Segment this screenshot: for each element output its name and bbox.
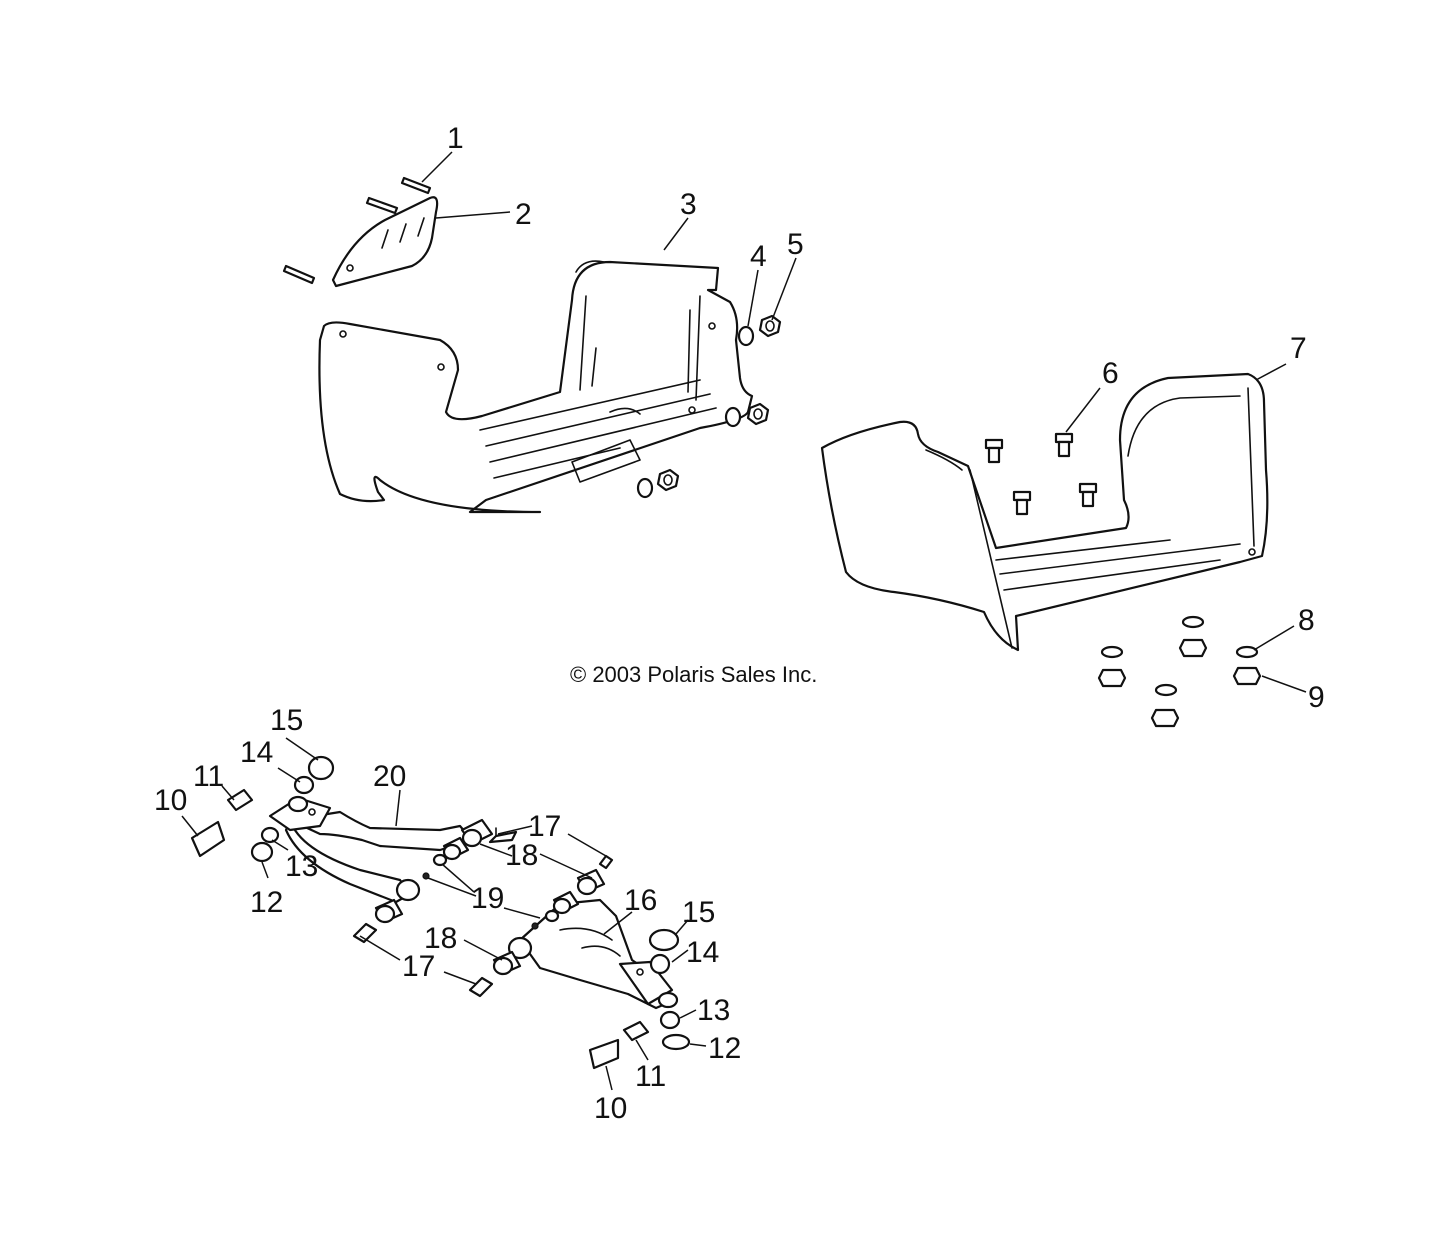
right-footrest-part-7: [820, 372, 1269, 652]
callout-10-lower: 10: [594, 1092, 627, 1125]
sleeve-part-10b: [588, 1038, 620, 1070]
callout-11-upper: 11: [193, 760, 224, 793]
left-footrest-part-3: [318, 260, 754, 514]
seal-part-13b: [659, 1010, 681, 1030]
callout-18-upper: 18: [505, 839, 538, 872]
callout-2: 2: [515, 198, 532, 231]
washer-part-19: [422, 853, 560, 930]
callout-1: 1: [447, 122, 464, 155]
grease-fitting-part-11: [226, 788, 254, 812]
callout-labels: 1 2 3 4 5 6 7 8 9 15 14 11 10 20 17 18 1…: [154, 122, 1325, 1125]
callout-12-upper: 12: [250, 886, 283, 919]
leader-lines: [181, 151, 1307, 1091]
nut-part-9: [1097, 638, 1262, 728]
callout-16: 16: [624, 884, 657, 917]
callout-14-lower: 14: [686, 936, 719, 969]
callout-15-upper: 15: [270, 704, 303, 737]
callout-5: 5: [787, 228, 804, 261]
ring-part-12b: [661, 1033, 691, 1051]
callout-3: 3: [680, 188, 697, 221]
screw-part-1: [282, 176, 432, 285]
seal-part-14: [293, 775, 315, 795]
callout-13-lower: 13: [697, 994, 730, 1027]
callout-10-upper: 10: [154, 784, 187, 817]
seal-part-13: [260, 826, 280, 844]
callout-9: 9: [1308, 681, 1325, 714]
callout-7: 7: [1290, 332, 1307, 365]
callout-13-upper: 13: [285, 850, 318, 883]
callout-17-lower: 17: [402, 950, 435, 983]
callout-17-upper: 17: [528, 810, 561, 843]
callout-20: 20: [373, 760, 406, 793]
callout-11-lower: 11: [635, 1060, 666, 1093]
callout-18-lower: 18: [424, 922, 457, 955]
bolt-part-6: [984, 432, 1098, 516]
callout-6: 6: [1102, 357, 1119, 390]
ring-part-12: [250, 841, 274, 863]
washer-part-8: [1100, 615, 1259, 697]
callout-4: 4: [750, 240, 767, 273]
lower-a-arm-part-16: [507, 898, 679, 1010]
washer-part-4: [636, 325, 755, 499]
sleeve-part-10: [190, 820, 226, 858]
callout-14-upper: 14: [240, 736, 273, 769]
callout-8: 8: [1298, 604, 1315, 637]
callout-19: 19: [471, 882, 504, 915]
bushing-part-18: [374, 818, 606, 976]
grease-fitting-part-11b: [622, 1020, 650, 1042]
pivot-bolt-part-17: [352, 827, 614, 998]
upper-a-arm-part-20: [268, 795, 474, 904]
copyright-notice: © 2003 Polaris Sales Inc.: [570, 662, 817, 687]
seal-part-14b: [649, 953, 671, 975]
guard-plate-part-2: [331, 196, 439, 288]
callout-12-lower: 12: [708, 1032, 741, 1065]
bushing-cap-part-15b: [648, 928, 680, 952]
bushing-cap-part-15: [307, 755, 335, 781]
nut-part-5: [656, 314, 782, 492]
callout-15-lower: 15: [682, 896, 715, 929]
